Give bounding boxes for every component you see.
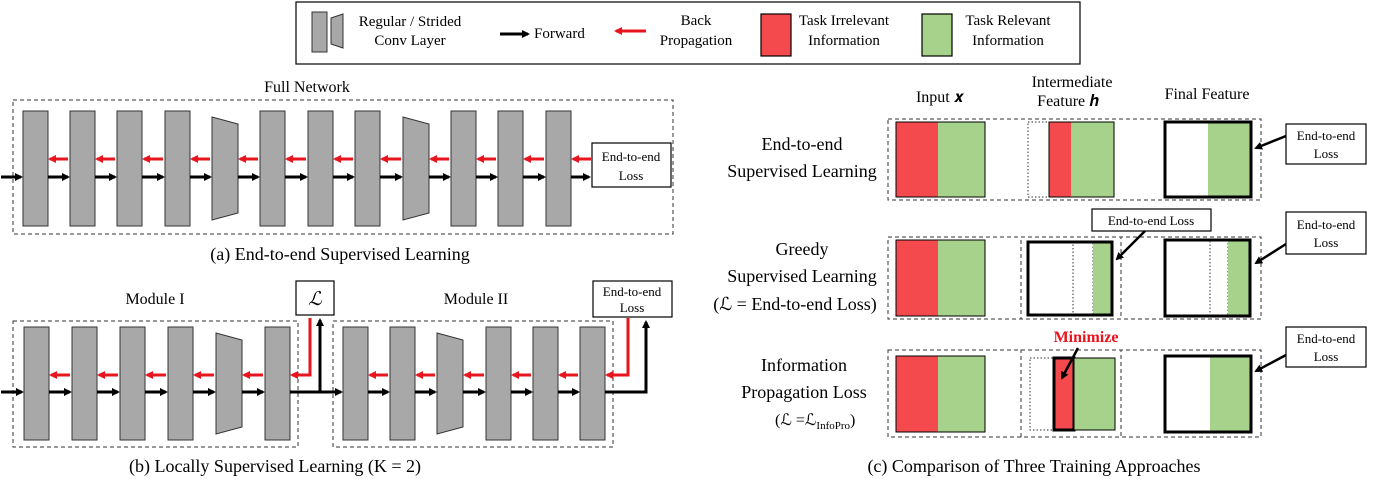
conv-layer xyxy=(23,326,50,441)
conv-layer xyxy=(69,110,96,227)
row-3-subtitle: (ℒ =ℒInfoPro) xyxy=(775,412,855,432)
intermediate-irrelevant-block xyxy=(1049,122,1071,197)
module-1-title: Module I xyxy=(125,291,184,308)
conv-layer xyxy=(307,110,334,227)
panel-b-loss-box xyxy=(592,280,673,318)
panel-b-loss-1: End-to-end xyxy=(603,284,662,299)
row-3-loss-box xyxy=(1285,326,1367,368)
conv-layer xyxy=(119,326,146,441)
panel-a-loss-1: End-to-end xyxy=(602,149,661,164)
conv-layer xyxy=(450,110,477,227)
panel-b-forward-arrows xyxy=(1,318,650,396)
conv-layer xyxy=(532,326,559,441)
strided-conv-layer xyxy=(211,116,239,221)
input-irrelevant-block xyxy=(896,122,938,197)
row-2-loss-2: Loss xyxy=(1314,235,1339,250)
row-3-loss-1: End-to-end xyxy=(1297,331,1356,346)
conv-layer xyxy=(259,110,286,227)
strided-conv-layer xyxy=(215,332,243,435)
full-network-title: Full Network xyxy=(264,79,350,96)
module-2-frame xyxy=(332,320,614,448)
strided-conv-layer xyxy=(436,332,464,435)
row-end-to-end: End-to-end Supervised Learning End-to-en… xyxy=(727,118,1367,201)
panel-b-loss-2: Loss xyxy=(620,300,645,315)
conv-layer xyxy=(389,326,416,441)
full-network-frame xyxy=(12,99,674,235)
panel-c: Input 𝒙 Intermediate Feature 𝒉 Final Fea… xyxy=(713,74,1367,477)
local-loss-symbol: ℒ xyxy=(308,289,323,310)
conv-layer xyxy=(116,110,143,227)
minimize-label: Minimize xyxy=(1054,329,1119,346)
panel-a-loss-2: Loss xyxy=(619,168,644,183)
row-greedy: Greedy Supervised Learning (ℒ = End-to-e… xyxy=(713,208,1367,320)
row-2-title-3: (ℒ = End-to-end Loss) xyxy=(713,294,877,315)
column-intermediate-header-2: Feature 𝒉 xyxy=(1037,93,1099,110)
row-2-mid-loss-box xyxy=(1091,208,1212,232)
legend-conv-label-2: Conv Layer xyxy=(374,33,445,49)
final-relevant-block xyxy=(1208,122,1251,197)
conv-layer xyxy=(354,110,381,227)
row-2-loss-1: End-to-end xyxy=(1297,217,1356,232)
legend-conv-label-1: Regular / Strided xyxy=(359,14,462,30)
final-empty-block xyxy=(1165,122,1208,197)
row-2-title-1: Greedy xyxy=(776,239,829,259)
legend-back-2: Propagation xyxy=(660,33,733,49)
conv-layer xyxy=(545,110,572,227)
panel-b-layers xyxy=(23,326,606,441)
row-3-loss-2: Loss xyxy=(1314,349,1339,364)
row-2-loss-box xyxy=(1285,211,1367,255)
row-2-mid-loss: End-to-end Loss xyxy=(1108,213,1194,228)
task-relevant-swatch xyxy=(921,13,953,57)
row-3-title-2: Propagation Loss xyxy=(741,382,867,402)
panel-b: Module I Module II ℒ End-to-end Loss xyxy=(1,280,673,477)
panel-b-caption: (b) Locally Supervised Learning (K = 2) xyxy=(129,456,421,477)
regular-conv-icon xyxy=(311,11,328,53)
row-1-loss-1: End-to-end xyxy=(1297,128,1356,143)
panel-b-backprop-arrows xyxy=(49,318,630,379)
input-relevant-block xyxy=(938,122,985,197)
column-intermediate-header-1: Intermediate xyxy=(1032,74,1113,91)
column-input-header: Input 𝒙 xyxy=(916,89,965,106)
conv-layer xyxy=(264,326,291,441)
conv-layer xyxy=(579,326,606,441)
panel-c-caption: (c) Comparison of Three Training Approac… xyxy=(867,456,1200,477)
task-irrelevant-swatch xyxy=(760,13,792,57)
row-infopro: Information Propagation Loss (ℒ =ℒInfoPr… xyxy=(741,326,1367,438)
row-1-loss-box xyxy=(1285,123,1367,165)
panel-a: Full Network xyxy=(1,79,674,265)
panel-a-loss-box xyxy=(591,142,672,188)
row-1-loss-2: Loss xyxy=(1314,146,1339,161)
legend-relevant-1: Task Relevant xyxy=(965,13,1051,29)
legend-irrelevant-1: Task Irrelevant xyxy=(799,13,890,29)
conv-layer xyxy=(164,110,191,227)
legend: Regular / Strided Conv Layer Forward Bac… xyxy=(295,1,1081,65)
conv-layer xyxy=(497,110,524,227)
legend-forward: Forward xyxy=(534,26,585,42)
column-final-header: Final Feature xyxy=(1165,86,1250,103)
legend-relevant-2: Information xyxy=(972,33,1044,49)
local-loss-box xyxy=(295,280,335,316)
panel-a-layers xyxy=(22,110,572,227)
row-2-title-2: Supervised Learning xyxy=(727,266,876,286)
panel-a-caption: (a) End-to-end Supervised Learning xyxy=(210,244,469,265)
intermediate-relevant-block xyxy=(1071,122,1114,197)
conv-layer xyxy=(22,110,49,227)
module-2-title: Module II xyxy=(444,291,508,308)
strided-conv-layer xyxy=(402,116,430,221)
minimize-arrow xyxy=(1060,347,1080,380)
conv-layer xyxy=(342,326,369,441)
row-3-title-1: Information xyxy=(761,355,847,375)
conv-layer xyxy=(485,326,512,441)
conv-layer xyxy=(71,326,98,441)
legend-back-1: Back xyxy=(681,13,712,29)
row-1-title-2: Supervised Learning xyxy=(727,161,876,181)
row-1-title-1: End-to-end xyxy=(762,134,843,154)
legend-irrelevant-2: Information xyxy=(808,33,880,49)
module-1-frame xyxy=(12,320,299,448)
strided-conv-icon xyxy=(330,13,344,49)
conv-layer xyxy=(167,326,194,441)
